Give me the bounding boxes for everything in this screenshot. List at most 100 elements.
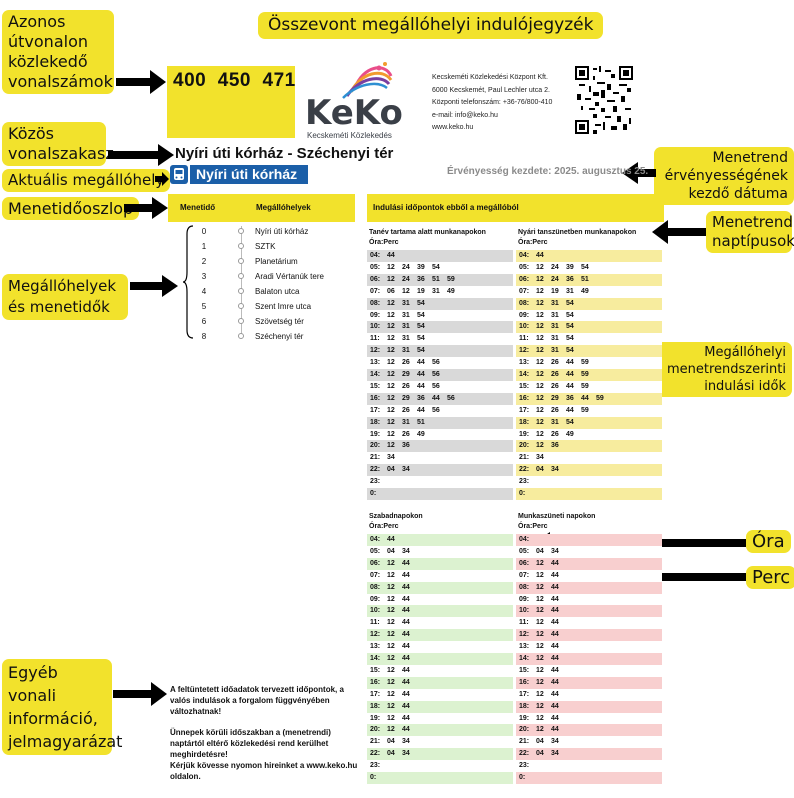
minute-cell: 04 bbox=[536, 750, 544, 758]
minute-cell: 12 bbox=[536, 607, 544, 615]
minute-cell: 12 bbox=[387, 678, 395, 686]
stop-name: Planetárium bbox=[255, 257, 298, 266]
hour-cell: 23: bbox=[519, 762, 530, 770]
stop-dot-icon bbox=[238, 333, 244, 339]
stop-travel-time: 4 bbox=[201, 287, 207, 296]
minute-cell: 51 bbox=[417, 418, 425, 426]
arrow-left-icon bbox=[622, 162, 656, 184]
hour-cell: 14: bbox=[519, 655, 530, 662]
minute-cell: 59 bbox=[581, 406, 589, 414]
hour-cell: 19: bbox=[370, 714, 381, 722]
label-common-segment: Közös vonalszakasz bbox=[2, 122, 114, 166]
hour-cell: 06: bbox=[370, 559, 381, 567]
timetable-row: 09: 12 31 54 bbox=[516, 309, 662, 322]
timetable-row: 04: bbox=[516, 534, 662, 546]
minute-cell: 51 bbox=[432, 275, 440, 283]
hour-cell: 18: bbox=[519, 702, 530, 710]
minute-cell: 34 bbox=[402, 547, 410, 555]
minute-cell: 12 bbox=[387, 359, 395, 367]
hour-cell: 08: bbox=[370, 299, 381, 307]
minute-cell: 12 bbox=[536, 311, 544, 319]
minute-cell: 34 bbox=[402, 466, 410, 474]
hour-cell: 07: bbox=[519, 571, 530, 579]
minute-cell: 54 bbox=[566, 311, 574, 319]
minute-cell: 12 bbox=[536, 690, 544, 698]
hour-cell: 18: bbox=[370, 418, 381, 426]
minute-cell: 31 bbox=[402, 418, 410, 426]
hour-cell: 23: bbox=[370, 478, 381, 486]
minute-cell: 12 bbox=[387, 631, 395, 639]
minute-cell: 31 bbox=[551, 347, 559, 355]
arrow-right-icon bbox=[124, 197, 168, 219]
minute-cell: 54 bbox=[566, 299, 574, 307]
minute-cell: 59 bbox=[581, 371, 589, 378]
minute-cell: 54 bbox=[566, 323, 574, 331]
minute-cell: 26 bbox=[551, 382, 559, 390]
info-note-1: A feltüntetett időadatok tervezett időpo… bbox=[170, 685, 344, 716]
minute-cell: 12 bbox=[536, 619, 544, 627]
minute-cell: 12 bbox=[536, 702, 544, 710]
hour-cell: 06: bbox=[519, 559, 530, 567]
stop-dot-icon bbox=[238, 288, 244, 294]
hour-cell: 07: bbox=[370, 287, 381, 295]
label-other-info: Egyéb vonali információ, jelmagyarázat bbox=[2, 659, 122, 755]
stop-dot-icon bbox=[238, 303, 244, 309]
hour-cell: 10: bbox=[370, 607, 381, 615]
minute-cell: 12 bbox=[536, 418, 544, 426]
minute-cell: 31 bbox=[402, 299, 410, 307]
minute-cell: 12 bbox=[536, 726, 544, 734]
minute-cell: 29 bbox=[402, 394, 410, 402]
minute-cell: 51 bbox=[581, 275, 589, 283]
minute-cell: 26 bbox=[402, 430, 410, 438]
minute-cell: 12 bbox=[536, 559, 544, 567]
hour-cell: 09: bbox=[519, 311, 530, 319]
minute-cell: 44 bbox=[402, 690, 410, 698]
hour-cell: 10: bbox=[519, 323, 530, 331]
minute-cell: 44 bbox=[402, 619, 410, 627]
hour-cell: 21: bbox=[519, 738, 530, 746]
minute-cell: 34 bbox=[402, 738, 410, 746]
stop-travel-time: 3 bbox=[201, 272, 207, 281]
label-validity-date: Menetrend érvényességének kezdő dátuma bbox=[654, 147, 794, 205]
minute-cell: 24 bbox=[402, 263, 410, 271]
minute-cell: 31 bbox=[551, 418, 559, 426]
minute-cell: 36 bbox=[417, 394, 425, 402]
minute-cell: 12 bbox=[387, 690, 395, 698]
minute-cell: 19 bbox=[551, 287, 559, 295]
stop-connector-line bbox=[240, 226, 242, 338]
minute-cell: 31 bbox=[551, 311, 559, 319]
minute-cell: 12 bbox=[536, 406, 544, 414]
minute-cell: 34 bbox=[551, 738, 559, 746]
minute-cell: 12 bbox=[536, 323, 544, 331]
minute-cell: 44 bbox=[566, 359, 574, 367]
hour-cell: 13: bbox=[519, 643, 530, 651]
info-text: A feltüntetett időadatok tervezett időpo… bbox=[170, 684, 365, 792]
stop-name: Széchenyi tér bbox=[255, 332, 304, 341]
company-web: www.keko.hu bbox=[432, 124, 474, 131]
minute-cell: 44 bbox=[551, 631, 559, 639]
stop-name: SZTK bbox=[255, 242, 276, 251]
timetable-row: 0: bbox=[516, 772, 662, 784]
minute-cell: 44 bbox=[551, 678, 559, 686]
hour-cell: 19: bbox=[370, 430, 381, 438]
minute-cell: 04 bbox=[387, 466, 395, 474]
minute-cell: 31 bbox=[551, 299, 559, 307]
